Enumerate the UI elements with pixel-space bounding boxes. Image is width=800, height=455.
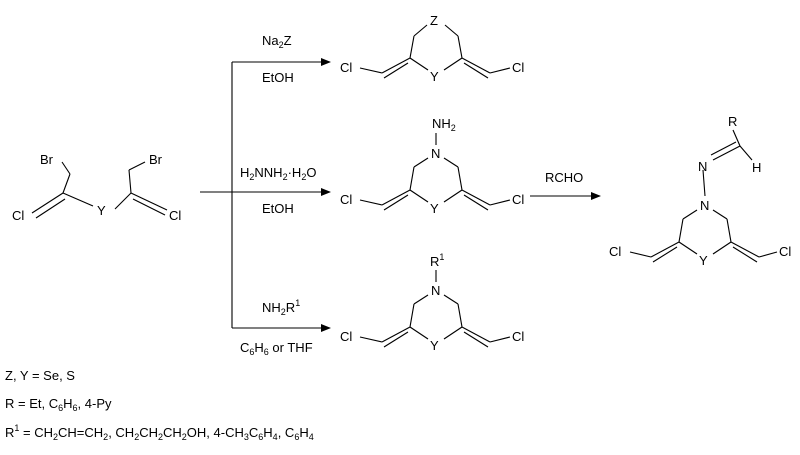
atom-nh2: NH2: [432, 116, 456, 133]
atom-cl-p2-left: Cl: [340, 192, 352, 207]
atom-y-final: Y: [699, 253, 708, 268]
reagent-top-2: EtOH: [262, 70, 294, 85]
reagent-rcho: RCHO: [545, 170, 583, 185]
atom-r1: R1: [430, 252, 444, 269]
reagent-bottom-1: NH2R1: [262, 298, 300, 317]
atom-cl-final-left: Cl: [609, 244, 621, 259]
note-zy: Z, Y = Se, S: [5, 368, 75, 383]
atom-br-right: Br: [149, 152, 163, 167]
atom-cl-p1-left: Cl: [340, 60, 352, 75]
atom-n-p2: N: [431, 146, 440, 161]
reagent-bottom-2: C6H6 or THF: [240, 340, 313, 357]
atom-h: H: [752, 160, 761, 175]
note-r: R = Et, C6H6, 4-Py: [5, 396, 112, 413]
product-r1-ring: R1 N Y Cl Cl: [340, 252, 524, 353]
substituent-notes: Z, Y = Se, S R = Et, C6H6, 4-Py R1 = CH2…: [5, 368, 314, 442]
atom-cl-p2-right: Cl: [512, 192, 524, 207]
branching-arrows: [200, 58, 331, 332]
atom-br-left: Br: [40, 152, 54, 167]
atom-n-p3: N: [431, 283, 440, 298]
atom-cl-left: Cl: [12, 208, 24, 223]
atom-cl-p1-right: Cl: [512, 60, 524, 75]
atom-r: R: [728, 114, 737, 129]
note-r1: R1 = CH2CH=CH2, CH2CH2CH2OH, 4-CH3C6H4, …: [5, 423, 314, 442]
product-amino-ring: NH2 N Y Cl Cl: [340, 116, 524, 216]
atom-cl-final-right: Cl: [779, 244, 791, 259]
product-hydrazone: R H N N Y Cl Cl: [609, 114, 791, 268]
atom-y-p3: Y: [430, 338, 439, 353]
atom-cl-right: Cl: [169, 208, 181, 223]
atom-y-start: Y: [97, 203, 106, 218]
atom-cl-p3-right: Cl: [512, 329, 524, 344]
atom-y-p2: Y: [430, 201, 439, 216]
atom-n-ring: N: [700, 198, 709, 213]
atom-cl-p3-left: Cl: [340, 329, 352, 344]
atom-n-imine: N: [698, 159, 707, 174]
rcho-arrow: RCHO: [530, 170, 601, 200]
atom-z: Z: [430, 13, 438, 28]
starting-material: Br Br Cl Cl Y: [12, 152, 181, 223]
reagent-middle-2: EtOH: [262, 201, 294, 216]
product-z-ring: Z Y Cl Cl: [340, 13, 524, 84]
atom-y-p1: Y: [430, 69, 439, 84]
reagent-middle-1: H2NNH2·H2O: [240, 165, 316, 182]
reagent-top-1: Na2Z: [262, 33, 292, 50]
